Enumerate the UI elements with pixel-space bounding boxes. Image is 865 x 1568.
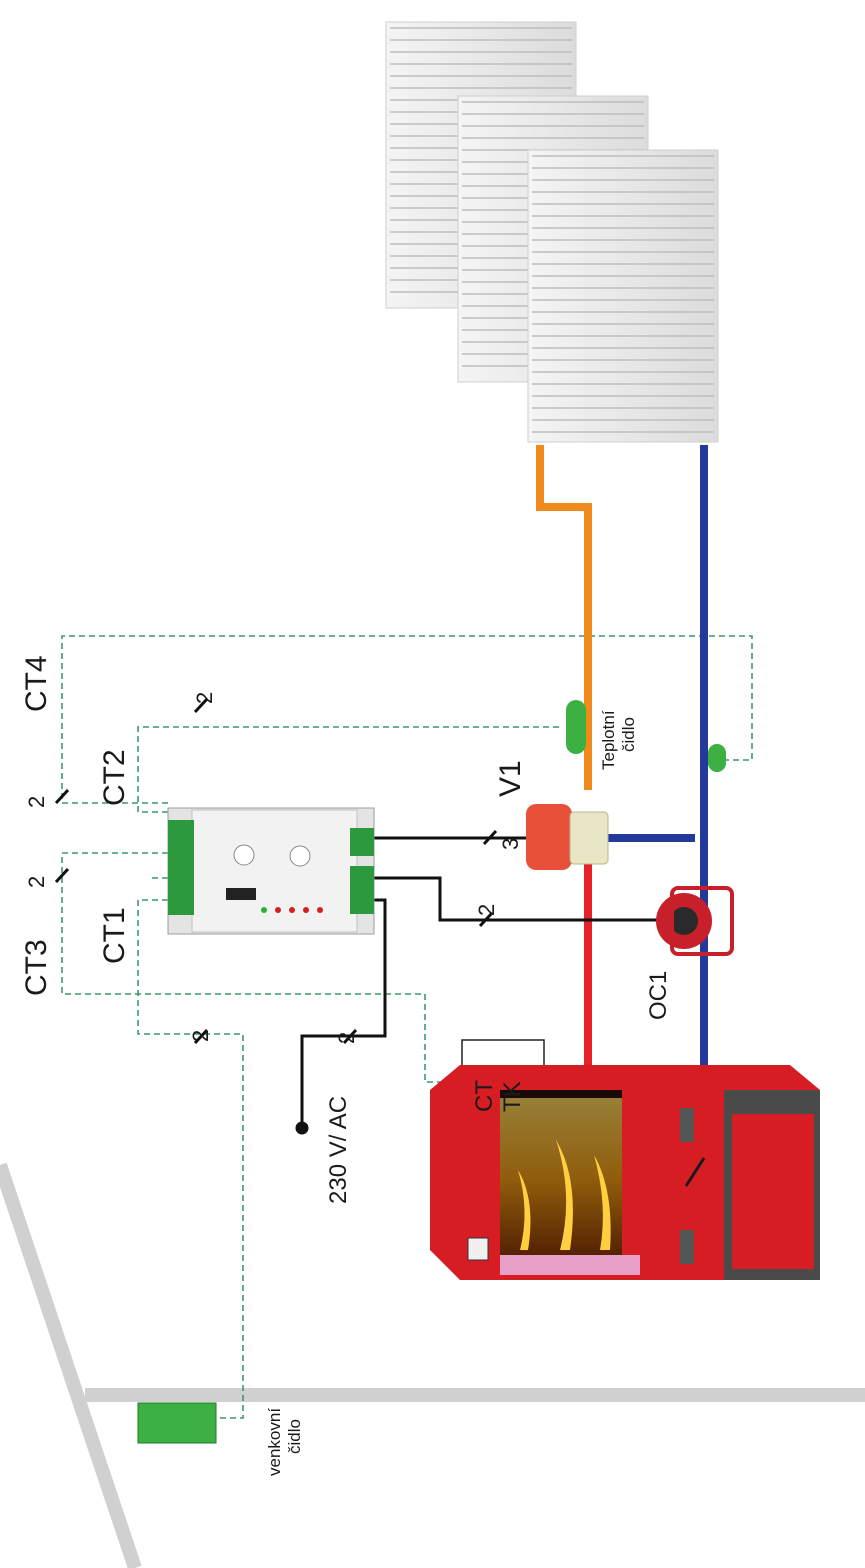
wire-count-ct3: 2 [24, 876, 49, 888]
label-v1: V1 [494, 760, 527, 797]
sensor-wiring [61, 635, 753, 1419]
heating-pipes [536, 445, 708, 1068]
teplotni-label-line2: čidlo [619, 717, 638, 752]
wire-count-ct1: 2 [188, 1030, 213, 1042]
label-oc1: OC1 [645, 971, 672, 1020]
label-ct1: CT1 [98, 907, 131, 964]
circulation-pump-icon [656, 886, 734, 956]
ct-box-label-top: CT [471, 1080, 498, 1112]
wire-count-ct2: 2 [192, 692, 217, 704]
mixing-valve-icon [526, 804, 609, 870]
outdoor-sensor [137, 1402, 217, 1444]
controller-unit-icon [167, 807, 375, 935]
radiator-icon [385, 21, 719, 443]
supply-temperature-sensor [566, 700, 586, 754]
label-ct2: CT2 [98, 749, 131, 806]
label-ct4: CT4 [20, 655, 53, 712]
venkovni-label-line2: čidlo [285, 1419, 304, 1454]
power-wiring [54, 697, 660, 1135]
ct-box-label-bottom: TK [499, 1081, 526, 1112]
venkovni-label-line1: venkovní [265, 1408, 284, 1476]
return-temperature-sensor [708, 744, 726, 772]
label-ct3: CT3 [20, 939, 53, 996]
boiler-icon [430, 1065, 820, 1280]
wire-count-ct4: 2 [24, 796, 49, 808]
wire-count-pump: 2 [474, 904, 499, 916]
wire-count-valve: 3 [498, 838, 523, 850]
teplotni-label-line1: Teplotní [599, 710, 618, 770]
label-power: 230 V/ AC [325, 1096, 352, 1204]
wire-count-power: 2 [334, 1032, 359, 1044]
house-wall [0, 1162, 865, 1568]
